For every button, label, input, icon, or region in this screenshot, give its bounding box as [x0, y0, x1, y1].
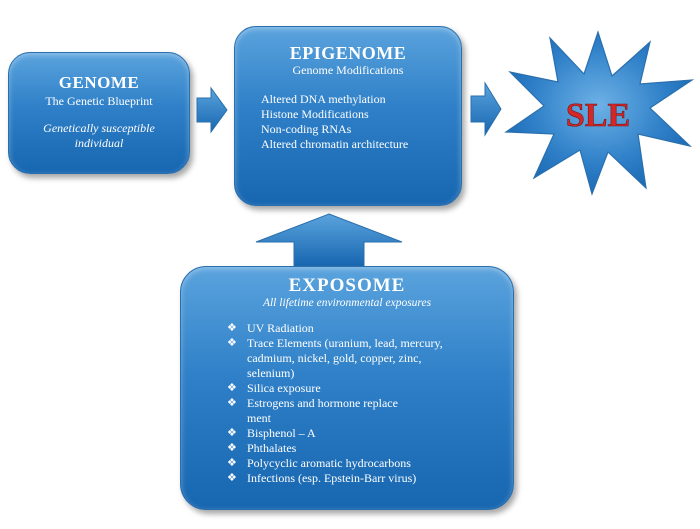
diamond-bullet-icon: ❖ [227, 457, 237, 469]
diamond-bullet-icon: ❖ [227, 472, 237, 484]
list-item: ❖Estrogens and hormone replace ment [227, 396, 398, 425]
epigenome-subtitle: Genome Modifications [292, 63, 404, 77]
epigenome-list: Altered DNA methylation Histone Modifica… [261, 92, 461, 152]
list-item: Histone Modifications [261, 107, 369, 121]
diamond-bullet-icon: ❖ [227, 427, 237, 439]
list-item: Altered chromatin architecture [261, 137, 409, 151]
list-item: ❖Silica exposure [227, 381, 321, 395]
list-item: ❖Trace Elements (uranium, lead, mercury,… [227, 336, 443, 380]
arrow-right-icon [196, 86, 228, 134]
starburst-shape [504, 30, 695, 196]
epigenome-box: EPIGENOME Genome Modifications Altered D… [234, 26, 462, 206]
arrow-up-icon [255, 213, 403, 267]
list-item: Altered DNA methylation [261, 92, 386, 106]
list-item: Non-coding RNAs [261, 122, 352, 136]
diamond-bullet-icon: ❖ [227, 337, 237, 349]
exposome-box: EXPOSOME All lifetime environmental expo… [180, 266, 514, 510]
epigenome-title: EPIGENOME [289, 43, 407, 63]
exposome-title: EXPOSOME [288, 275, 406, 296]
list-item: ❖Bisphenol – A [227, 426, 316, 440]
list-item: ❖Polycyclic aromatic hydrocarbons [227, 456, 411, 470]
list-item: ❖Phthalates [227, 441, 297, 455]
diamond-bullet-icon: ❖ [227, 442, 237, 454]
sle-starburst: SLE [504, 30, 695, 196]
diamond-bullet-icon: ❖ [227, 382, 237, 394]
genome-subtitle: The Genetic Blueprint [45, 94, 153, 108]
list-item: ❖Infections (esp. Epstein-Barr virus) [227, 471, 417, 485]
genome-box: GENOME The Genetic Blueprint Genetically… [8, 52, 190, 174]
arrow-right-icon [470, 81, 502, 137]
list-item: ❖UV Radiation [227, 321, 314, 335]
genome-note: Genetically susceptible individual [43, 121, 155, 150]
diamond-bullet-icon: ❖ [227, 322, 237, 334]
exposome-subtitle: All lifetime environmental exposures [262, 297, 432, 309]
sle-label: SLE [566, 97, 630, 134]
diamond-bullet-icon: ❖ [227, 397, 237, 409]
exposome-list: ❖UV Radiation ❖Trace Elements (uranium, … [227, 321, 513, 486]
genome-title: GENOME [58, 73, 140, 92]
